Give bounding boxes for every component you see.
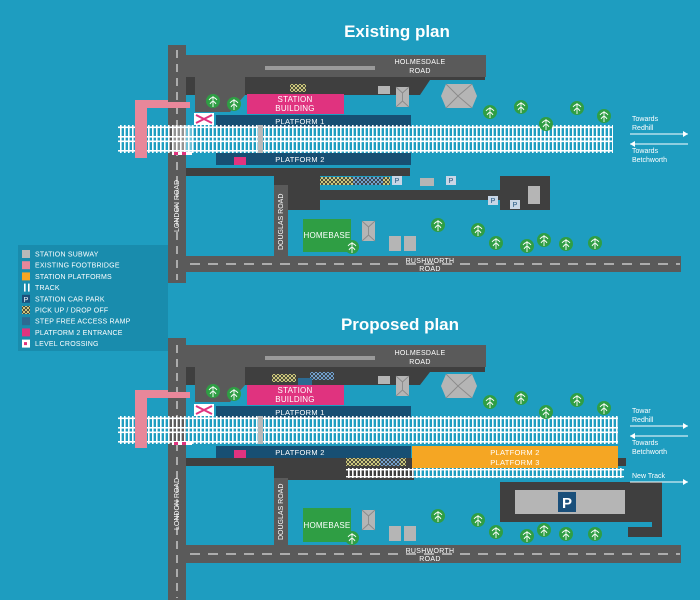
legend-item: EXISTING FOOTBRIDGE (22, 261, 120, 270)
legend-item: PLATFORM 2 ENTRANCE (22, 328, 123, 337)
station-building (247, 94, 344, 114)
betchworth-label: Betchworth (632, 157, 667, 164)
holmesdale-label-2: ROAD (409, 68, 430, 75)
legend-label: TRACK (35, 285, 60, 292)
homebase-proposed (303, 508, 351, 542)
platform-1-proposed (216, 406, 411, 418)
towards-label-2: Towards (632, 148, 659, 155)
redhill-label-proposed: Redhill (632, 417, 654, 424)
station-building-label-proposed-2: BUILDING (275, 395, 314, 404)
homebase (303, 219, 351, 252)
new-platform-label-2: PLATFORM 3 (490, 458, 540, 467)
proposed-plan-title: Proposed plan (341, 315, 459, 334)
holmesdale-label-proposed: HOLMESDALE (395, 350, 446, 357)
car-park-east (500, 176, 550, 210)
station-building-label-proposed: STATION (278, 386, 313, 395)
legend-label: STEP FREE ACCESS RAMP (35, 319, 131, 326)
new-platform-label: PLATFORM 2 (490, 448, 540, 457)
douglas-road-proposed (274, 478, 288, 546)
legend-item: LEVEL CROSSING (22, 339, 99, 348)
station-building-label: STATION (278, 95, 313, 104)
rushworth-label-proposed: RUSHWORTH (406, 548, 455, 555)
pick-up-drop-off (290, 84, 306, 92)
footbridge-proposed (135, 390, 168, 448)
existing-plan: Existing plan HOLMESDALE ROAD RUSHWORTH … (118, 22, 688, 283)
legend-swatch (22, 294, 30, 303)
legend-swatch (22, 261, 30, 270)
platform-2-label-proposed: PLATFORM 2 (275, 448, 325, 457)
platform-1-label: PLATFORM 1 (275, 117, 325, 126)
london-road-label-proposed: LONDON ROAD (174, 478, 181, 530)
london-road-label: LONDON ROAD (174, 180, 181, 232)
legend-label: LEVEL CROSSING (35, 341, 99, 348)
car-park-sign (558, 492, 576, 512)
legend-item: STATION SUBWAY (22, 250, 99, 259)
legend-item: PICK UP / DROP OFF (22, 306, 108, 315)
platform-1 (216, 115, 411, 127)
proposed-plan: Proposed plan HOLMESDALE ROAD RUSHWORTH … (118, 315, 688, 600)
parking-sign: P (395, 178, 400, 185)
platform-2-proposed (216, 446, 411, 458)
legend-item: TRACK (22, 283, 60, 292)
footbridge (135, 100, 168, 158)
rushworth-label-2: ROAD (419, 266, 440, 273)
legend-label: STATION PLATFORMS (35, 274, 112, 281)
car-park-area (274, 176, 500, 210)
homebase-label-proposed: HOMEBASE (304, 521, 351, 530)
legend-swatch (22, 306, 30, 314)
parking-sign-2: P (449, 178, 454, 185)
legend-label: PLATFORM 2 ENTRANCE (35, 330, 123, 337)
holmesdale-label-proposed-2: ROAD (409, 359, 430, 366)
station-building-label-2: BUILDING (275, 104, 314, 113)
legend-swatch (22, 272, 30, 281)
london-road-proposed (168, 338, 186, 600)
station-subway (258, 125, 263, 153)
legend-item: STATION PLATFORMS (22, 272, 112, 281)
legend-item: STEP FREE ACCESS RAMP (22, 317, 131, 326)
legend-label: PICK UP / DROP OFF (35, 308, 108, 315)
south-strip (186, 168, 410, 176)
legend-swatch (22, 328, 30, 337)
legend-swatch (22, 283, 30, 292)
douglas-road (274, 185, 288, 257)
legend-box (18, 245, 168, 351)
douglas-road-label: DOUGLAS ROAD (278, 194, 285, 250)
parking-sign-4: P (513, 202, 518, 209)
existing-plan-title: Existing plan (344, 22, 450, 41)
new-platform (412, 446, 618, 468)
towards-label: Towards (632, 116, 659, 123)
douglas-road-label-proposed: DOUGLAS ROAD (278, 484, 285, 540)
legend-swatch (22, 250, 30, 258)
rushworth-label-proposed-2: ROAD (419, 556, 440, 563)
redhill-label: Redhill (632, 125, 654, 132)
platform-2-label: PLATFORM 2 (275, 155, 325, 164)
legend-swatch (22, 317, 30, 326)
legend-item: P STATION CAR PARK (22, 294, 105, 304)
parking-sign-3: P (491, 198, 496, 205)
legend-parking-glyph: P (24, 297, 29, 304)
betchworth-label-proposed: Betchworth (632, 449, 667, 456)
holmesdale-label: HOLMESDALE (395, 59, 446, 66)
rushworth-label: RUSHWORTH (406, 258, 455, 265)
homebase-label: HOMEBASE (304, 231, 351, 240)
towards-label-proposed: Towar (632, 408, 651, 415)
new-track-label: New Track (632, 473, 666, 480)
platform-1-label-proposed: PLATFORM 1 (275, 408, 325, 417)
platform-2 (216, 153, 411, 165)
legend: STATION SUBWAY EXISTING FOOTBRIDGE STATION… (18, 245, 168, 351)
new-track (346, 468, 624, 478)
legend-label: STATION CAR PARK (35, 296, 105, 303)
platform-2-entrance (234, 157, 246, 165)
towards-label-proposed-2: Towards (632, 440, 659, 447)
legend-label: EXISTING FOOTBRIDGE (35, 263, 120, 270)
legend-label: STATION SUBWAY (35, 252, 99, 259)
station-building-proposed (247, 385, 344, 405)
car-park-sign-label: P (562, 495, 572, 512)
